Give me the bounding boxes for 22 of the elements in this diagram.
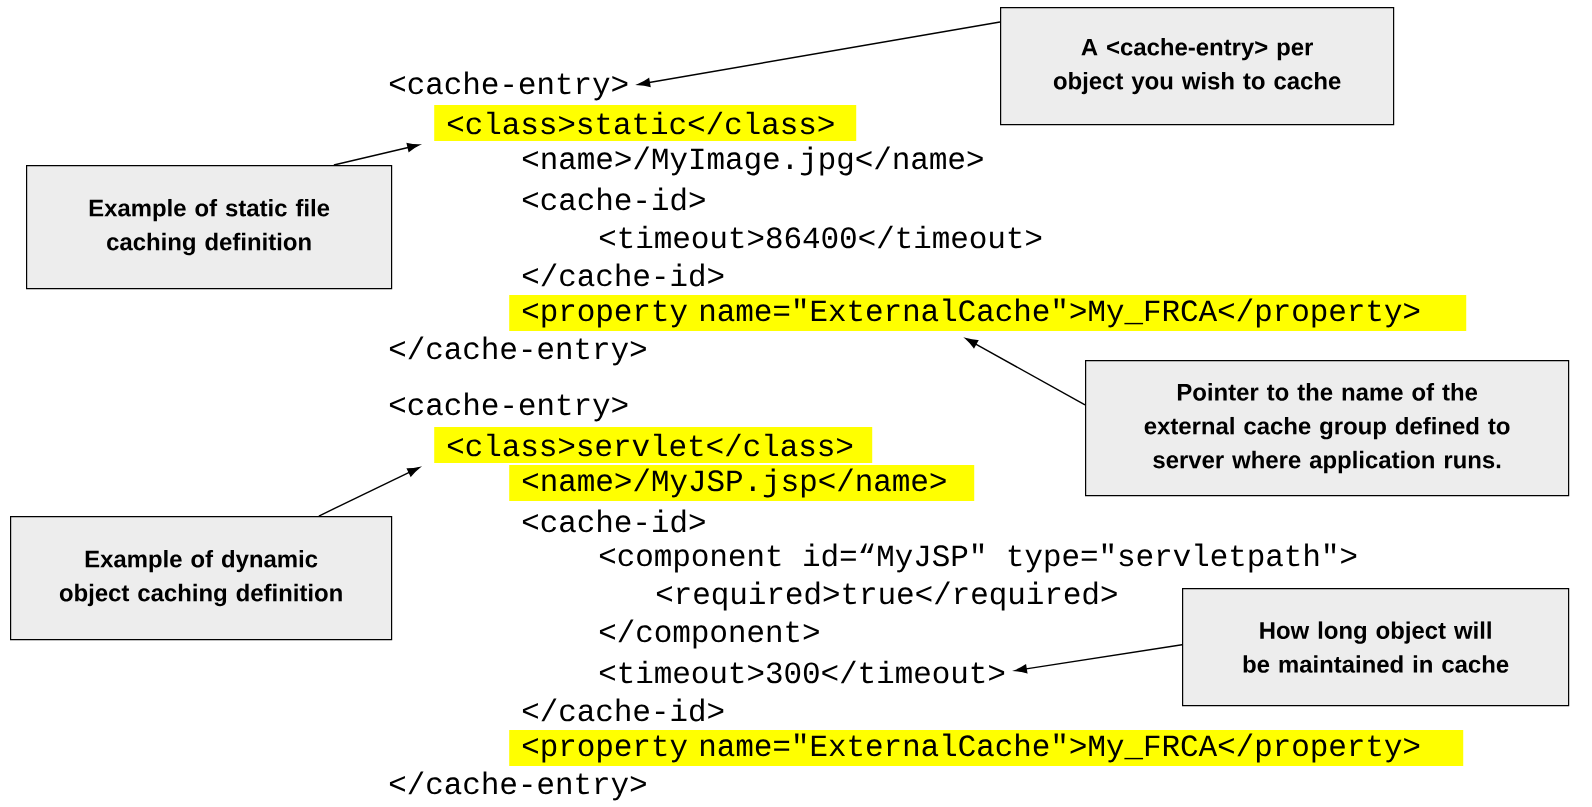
- callout-arrow: [1014, 644, 1183, 674]
- code-line: <cache-entry>: [389, 71, 628, 101]
- code-line: </cache-entry>: [389, 336, 646, 366]
- code-line: <timeout>86400</timeout>: [599, 225, 1042, 249]
- callout-box: Example of static file caching definition: [26, 165, 393, 290]
- callout-arrow: [318, 466, 420, 517]
- callout-box: How long object will be maintained in cache: [1182, 588, 1570, 707]
- callout-box: Pointer to the name of the external cache group defined to server where application runs.: [1085, 360, 1570, 497]
- code-line: </component>: [599, 619, 819, 649]
- code-line: <component id=“MyJSP" type="servletpath">: [599, 543, 1357, 573]
- callout-arrow: [637, 21, 1001, 88]
- code-line: <cache-id>: [522, 509, 705, 533]
- callout-box: A <cache-entry> per object you wish to cache: [1000, 7, 1395, 126]
- code-line: <name>/MyImage.jpg</name>: [522, 146, 983, 176]
- callout-box: Example of dynamic object caching definition: [10, 516, 393, 641]
- callout-arrow: [965, 338, 1086, 406]
- code-line: <timeout>300</timeout>: [599, 660, 1005, 684]
- code-line: <cache-id>: [522, 187, 705, 211]
- code-line: </cache-entry>: [389, 771, 646, 801]
- callout-arrow: [333, 143, 420, 166]
- code-line: <cache-entry>: [389, 392, 628, 422]
- code-line: <required>true</required>: [656, 581, 1117, 611]
